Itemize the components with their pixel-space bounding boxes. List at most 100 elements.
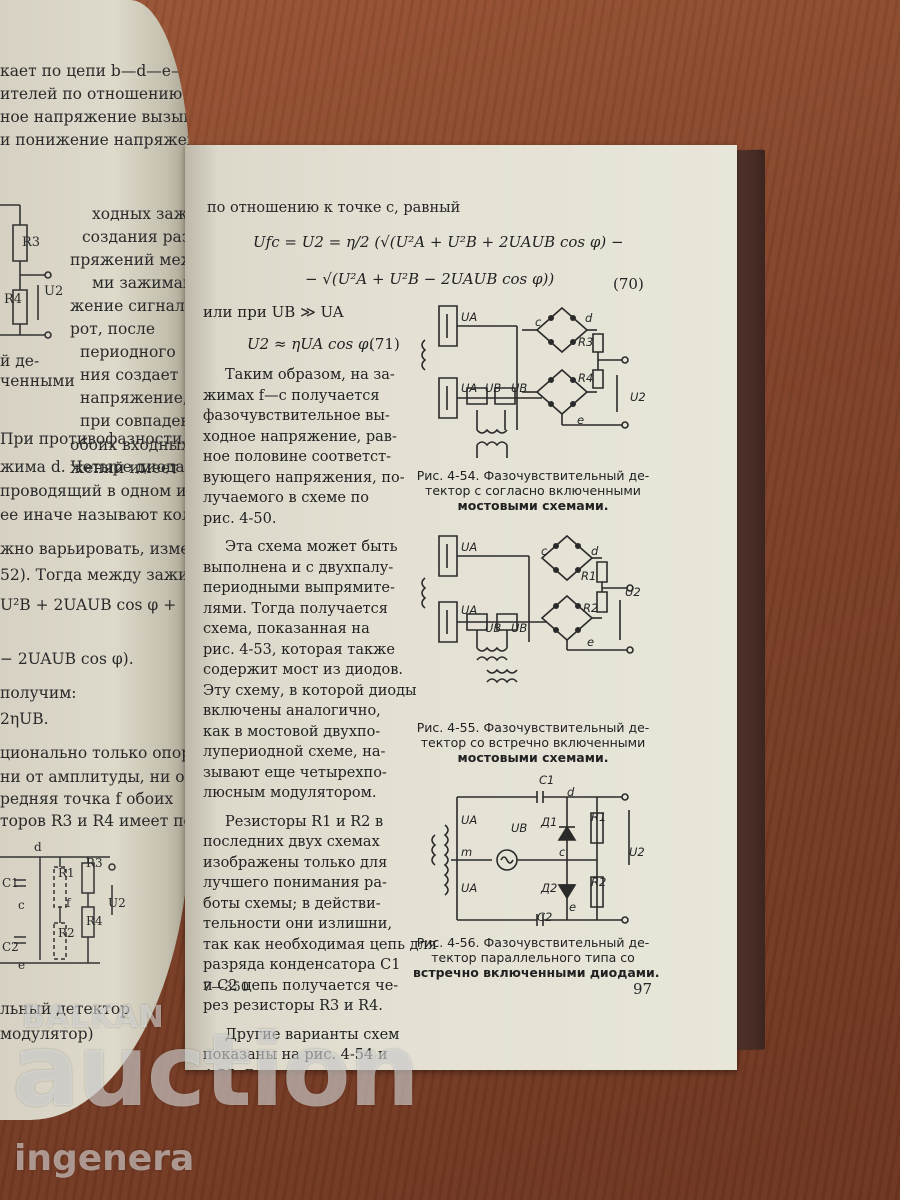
right-page: по отношению к точке c, равный Ufc = U2 … xyxy=(185,145,737,1070)
body-line-20: зывают еще четырехпо- xyxy=(203,764,387,781)
fig54-label-7: UB xyxy=(511,381,528,395)
fig55-label-7: UB xyxy=(485,621,502,635)
fig56-label-8: c xyxy=(559,845,566,859)
fig54-label-3: d xyxy=(585,311,593,325)
fig55-label-3: d xyxy=(591,544,599,558)
top-line: по отношению к точке c, равный xyxy=(207,200,461,216)
body-line-33: показаны на рис. 4-54 и xyxy=(203,1047,388,1063)
fig56-label-14: e xyxy=(569,900,577,914)
left-label-r2: R2 xyxy=(58,926,75,940)
body-line-24: изображены только для xyxy=(203,854,388,871)
left-page-line-2: ителей по отношению к xyxy=(0,85,190,103)
fig55-caption-line-1: Рис. 4-55. Фазочувствительный де- xyxy=(416,720,650,735)
page-number: 97 xyxy=(633,980,653,998)
body-line-16: Эту схему, в которой диоды xyxy=(203,682,417,699)
body-line-27: тельности они излишни, xyxy=(203,916,393,932)
fig56-label-4: UB xyxy=(511,821,528,835)
body-line-6: вующего напряжения, по- xyxy=(203,469,405,486)
fig56-label-11: R2 xyxy=(591,875,607,889)
body-line-26: боты схемы; в действи- xyxy=(203,895,381,912)
left-page-line-13: напряжение, xyxy=(80,389,188,407)
left-page-line-24: − 2UAUB cos φ). xyxy=(0,650,134,668)
body-line-29: разряда конденсатора C1 xyxy=(203,957,401,973)
left-page-line-19: проводящий в одном и том xyxy=(0,482,190,500)
left-label-r3: R3 xyxy=(22,235,41,250)
left-page-line-8: ми зажимами. xyxy=(92,274,190,292)
fig56-label-5: Д1 xyxy=(541,815,558,829)
left-page-line-17: При противофазности xyxy=(0,430,183,448)
left-page-line-7: пряжений между xyxy=(70,251,190,269)
left-page-line-28: ни от амплитуды, ни от фазы xyxy=(0,768,190,786)
fig56-label-2: d xyxy=(567,785,575,799)
left-page-line-4: и понижение напряжение xyxy=(0,131,190,149)
fig54-caption-line-2: тектор с согласно включенными xyxy=(425,483,641,498)
body-line-8: рис. 4-50. xyxy=(203,510,277,527)
body-line-18: как в мостовой двухпо- xyxy=(203,723,381,740)
left-label-e: e xyxy=(18,958,26,972)
left-page-line-16: жений имеет xyxy=(70,459,179,477)
body-line-10: выполнена и с двухпалу- xyxy=(203,559,394,576)
fig55-label-8: UB xyxy=(511,621,528,635)
footer-left: 7—350 xyxy=(203,980,250,995)
left-page-line-12: ния создает xyxy=(80,366,179,384)
fig56-label-12: U2 xyxy=(629,845,645,859)
left-page-line-9: жение сигнала xyxy=(70,297,190,315)
fig54-label-8: R4 xyxy=(578,371,594,385)
body-line-31: рез резисторы R3 и R4. xyxy=(203,998,383,1014)
fig56-label-7: m xyxy=(461,845,473,859)
left-page-line-20: ее иначе называют кольцевым xyxy=(0,506,190,524)
body-line-9: Эта схема может быть xyxy=(225,539,398,555)
left-page-line-32: модулятор) xyxy=(0,1025,94,1043)
left-page-line-1: кает по цепи b—d—e—a xyxy=(0,62,190,80)
left-page-line-31: льный детектор xyxy=(0,1000,131,1018)
fig56-label-6: R1 xyxy=(591,810,607,824)
left-page-line-21: жно варьировать, изменяя xyxy=(0,540,190,558)
body-line-19: лупериодной схеме, на- xyxy=(203,744,386,760)
condition-line: или при UB ≫ UA xyxy=(203,303,344,321)
left-page-line-30: торов R3 и R4 имеет потенциал xyxy=(0,812,190,830)
left-side-fragment-2: ченными xyxy=(0,372,75,390)
figure-4-56-caption: Рис. 4-56. Фазочувствительный де- тектор… xyxy=(413,935,660,980)
fig54-label-1: UA xyxy=(461,310,478,324)
fig54-label-10: U2 xyxy=(630,390,646,404)
fig55-label-1: UA xyxy=(461,540,478,554)
fig54-label-5: UA xyxy=(461,381,478,395)
body-line-17: включены аналогично, xyxy=(203,703,381,719)
left-label-c2: C2 xyxy=(2,940,19,954)
body-line-21: люсным модулятором. xyxy=(203,785,377,801)
left-page-line-23: U²B + 2UAUB cos φ + xyxy=(0,596,177,614)
left-page-line-25: получим: xyxy=(0,684,77,702)
watermark-brand-top: BALKAN xyxy=(22,1000,165,1035)
fig55-label-2: c xyxy=(541,544,548,558)
left-page-line-15: обоих входных xyxy=(70,436,190,454)
body-line-1: Таким образом, на за- xyxy=(225,367,395,383)
fig54-caption-line-1: Рис. 4-54. Фазочувствительный де- xyxy=(416,468,650,483)
left-page-line-26: 2ηUB. xyxy=(0,710,49,728)
fig56-label-3: UA xyxy=(461,813,478,827)
fig56-caption-line-1: Рис. 4-56. Фазочувствительный де- xyxy=(416,935,650,950)
left-label-c1: C1 xyxy=(2,876,19,890)
left-label-u2: U2 xyxy=(44,284,64,299)
figure-4-55-caption: Рис. 4-55. Фазочувствительный де- тектор… xyxy=(413,720,653,765)
fig56-label-10: Д2 xyxy=(541,881,558,895)
fig56-label-1: C1 xyxy=(539,773,555,787)
fig55-label-10: e xyxy=(587,635,595,649)
fig55-label-6: UA xyxy=(461,603,478,617)
formula-70-line-1: Ufc = U2 = η/2 (√(U²A + U²B + 2UAUB cos … xyxy=(253,233,624,251)
body-line-28: так как необходимая цепь для xyxy=(203,936,437,953)
figure-4-54-circuit xyxy=(417,300,647,460)
equation-number-70: (70) xyxy=(613,275,644,293)
fig56-caption-line-2: тектор параллельного типа со xyxy=(431,950,635,965)
left-page: кает по цепи b—d—e—a ителей по отношению … xyxy=(0,0,190,1120)
fig55-caption-line-2: тектор со встречно включенными xyxy=(420,735,646,750)
left-page-line-14: при совпадении xyxy=(80,412,190,430)
body-line-4: ходное напряжение, рав- xyxy=(203,428,397,445)
fig56-label-9: UA xyxy=(461,881,478,895)
fig55-caption-line-3: мостовыми схемами. xyxy=(457,750,609,765)
watermark-brand-sub: ingenera xyxy=(14,1138,195,1179)
left-page-line-5: ходных зажимов xyxy=(92,205,190,223)
left-top-circuit-diagram xyxy=(0,195,60,345)
body-line-30: и C2 цепь получается че- xyxy=(203,977,399,994)
watermark-brand-main: auction xyxy=(12,1012,420,1129)
left-page-line-10: рот, после xyxy=(70,320,156,338)
